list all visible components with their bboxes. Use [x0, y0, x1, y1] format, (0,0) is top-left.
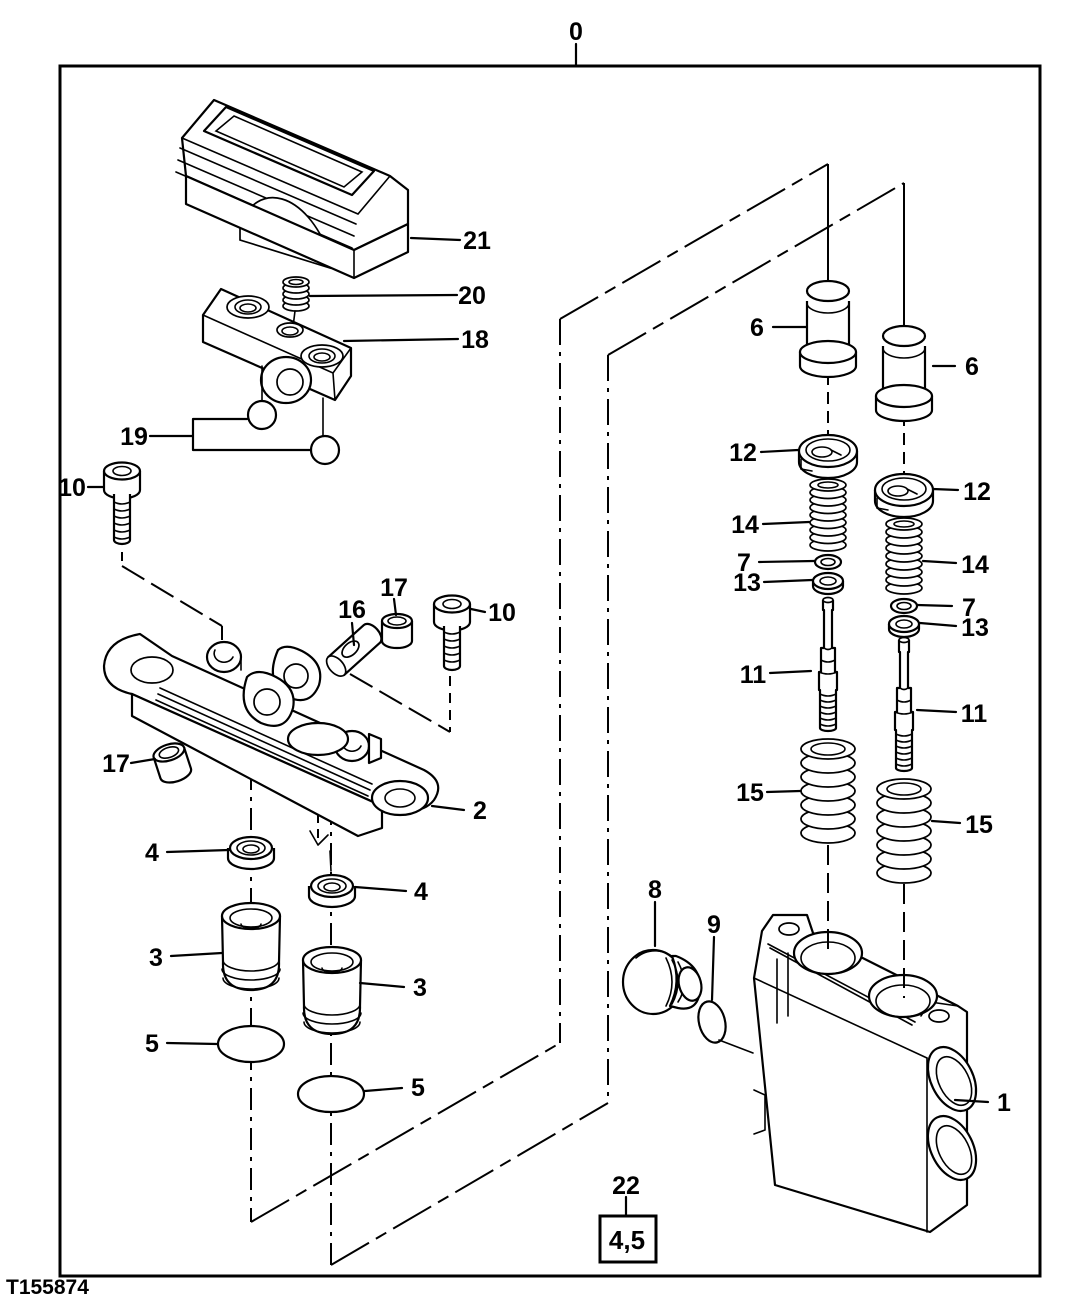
- reference-box: 4,5: [598, 1214, 658, 1264]
- callout-4-left: 4: [145, 839, 159, 867]
- callout-13-left: 13: [733, 569, 761, 597]
- callout-22: 22: [612, 1172, 640, 1200]
- part-14-spring-right: [885, 517, 923, 595]
- callout-6-left: 6: [750, 314, 764, 342]
- callout-15-right: 15: [965, 811, 993, 839]
- plate-rocker: [242, 645, 350, 757]
- part-8-plug: [621, 948, 703, 1016]
- part-11-spool-left: [817, 596, 839, 733]
- part-12-seat-right: [873, 472, 935, 519]
- callout-10-left: 10: [58, 474, 86, 502]
- part-19-balls: [246, 365, 341, 466]
- leader-lines: [86, 236, 990, 1217]
- callout-15-left: 15: [736, 779, 764, 807]
- callout-3-right: 3: [413, 974, 427, 1002]
- callout-1: 1: [997, 1089, 1011, 1117]
- callout-11-right: 11: [961, 700, 988, 728]
- callout-2: 2: [473, 797, 487, 825]
- callout-13-right: 13: [961, 614, 989, 642]
- part-12-seat-left: [797, 433, 859, 480]
- part-7-washer-right: [889, 597, 919, 615]
- callout-20: 20: [458, 282, 486, 310]
- part-4-seal-left: [226, 835, 276, 871]
- part-5-disc-left: [216, 1024, 286, 1064]
- part-17-bushing-left: [152, 742, 193, 784]
- part-10-cap-screw-right: [432, 594, 472, 672]
- callout-3-left: 3: [149, 944, 163, 972]
- callout-14-right: 14: [961, 551, 989, 579]
- part-13-ring-right: [887, 614, 921, 639]
- part-4-seal-right: [307, 873, 357, 909]
- part-11-spool-right: [893, 636, 915, 773]
- callout-0: 0: [569, 18, 583, 46]
- callout-4-right: 4: [414, 878, 428, 906]
- part-10-cap-screw-left: [102, 461, 142, 546]
- part-18-plate: [201, 287, 353, 405]
- housing-side-ports: [926, 1045, 978, 1182]
- part-15-spring-right: [876, 778, 932, 884]
- part-7-washer-left: [813, 553, 843, 571]
- part-14-spring-left: [809, 478, 847, 552]
- callout-14-left: 14: [731, 511, 759, 539]
- part-15-spring-left: [800, 738, 856, 844]
- callout-9: 9: [707, 911, 721, 939]
- part-6-piston-right: [874, 324, 934, 423]
- callout-12-right: 12: [963, 478, 991, 506]
- part-16-pin: [325, 622, 383, 677]
- callout-labels: 0 1 2 3 3 4 4 5 5 6 6 7 7 8 9 10 10 11 1…: [58, 18, 1011, 1200]
- part-3-piston-left: [220, 901, 282, 992]
- callout-17-top: 17: [380, 574, 408, 602]
- part-13-ring-left: [811, 571, 845, 596]
- callout-17-left: 17: [102, 750, 130, 778]
- part-17-bushing-top: [380, 612, 414, 650]
- part-5-disc-right: [296, 1074, 366, 1114]
- part-9-orifice-disc: [697, 1000, 754, 1054]
- callout-18: 18: [461, 326, 489, 354]
- callout-10-right: 10: [488, 599, 516, 627]
- callout-5-left: 5: [145, 1030, 159, 1058]
- plate-saddle-clamps: [205, 640, 383, 765]
- callout-21: 21: [463, 227, 491, 255]
- image-code: T155874: [6, 1276, 89, 1299]
- callout-5-right: 5: [411, 1074, 425, 1102]
- callout-7-left: 7: [737, 549, 751, 577]
- reference-box-label: 4,5: [609, 1225, 645, 1255]
- part-3-piston-right: [301, 945, 363, 1036]
- part-6-piston-left: [798, 279, 858, 379]
- callout-19: 19: [120, 423, 148, 451]
- callout-12-left: 12: [729, 439, 757, 467]
- callout-7-right: 7: [962, 594, 976, 622]
- callout-11-left: 11: [740, 661, 767, 689]
- callout-16: 16: [338, 596, 366, 624]
- part-1-valve-housing: [752, 913, 978, 1234]
- part-21-boot: [175, 98, 410, 280]
- callout-6-right: 6: [965, 353, 979, 381]
- drawing-border: [58, 42, 1042, 1278]
- part-20-spring-pin: [282, 276, 310, 328]
- callout-8: 8: [648, 876, 662, 904]
- part-2-base-plate: [102, 632, 440, 838]
